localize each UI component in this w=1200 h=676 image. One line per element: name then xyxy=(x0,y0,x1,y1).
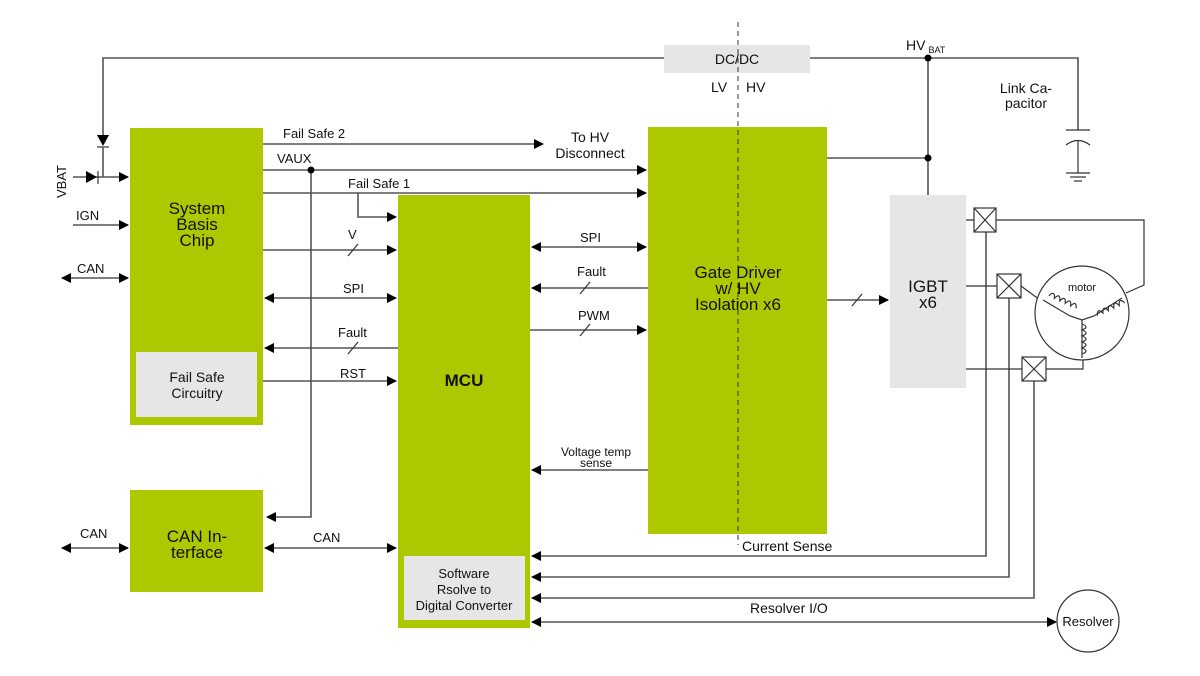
dcdc-block xyxy=(664,45,810,73)
resolver-io-label: Resolver I/O xyxy=(750,600,828,616)
vaux-can-line xyxy=(266,170,312,522)
current-sense-line-3 xyxy=(531,381,1035,603)
software-label: Rsolve to xyxy=(437,582,491,597)
can-interface-block xyxy=(130,490,263,592)
link-capacitor-label: pacitor xyxy=(1005,95,1047,111)
hv-to-igbt-line xyxy=(827,58,929,195)
hv-label: HV xyxy=(746,79,766,95)
can-label: CAN xyxy=(80,526,107,541)
ign-label: IGN xyxy=(76,208,99,223)
voltage-temp-sense-label: Voltage temp xyxy=(561,445,631,459)
can-interface-label: CAN In- xyxy=(167,527,227,546)
motor-label: motor xyxy=(1068,282,1096,294)
vaux-label: VAUX xyxy=(277,151,312,166)
lv-label: LV xyxy=(711,79,728,95)
link-capacitor-label: Link Ca- xyxy=(1000,80,1052,96)
fail-safe-2-label: Fail Safe 2 xyxy=(283,126,345,141)
to-hv-disconnect-label: Disconnect xyxy=(555,145,624,161)
motor-icon xyxy=(1034,265,1130,361)
current-sense-line-2 xyxy=(531,298,1010,582)
mcu-label: MCU xyxy=(445,371,484,390)
igbt-label: IGBT xyxy=(908,277,948,296)
gate-driver-label: w/ HV xyxy=(714,279,761,298)
dcdc-label: DC/DC xyxy=(715,51,759,67)
fail-safe-label: Circuitry xyxy=(171,385,222,401)
igbt-block xyxy=(890,195,966,388)
v-label: V xyxy=(348,227,357,242)
phase-w-line xyxy=(966,357,1084,370)
link-capacitor-icon xyxy=(1065,129,1091,182)
fail-safe-1-label: Fail Safe 1 xyxy=(348,176,410,191)
diode-icon xyxy=(97,135,109,177)
phase-u-line xyxy=(966,219,1145,294)
resolver-label: Resolver xyxy=(1062,614,1114,629)
hv-node xyxy=(924,54,932,62)
current-sensor-icon xyxy=(973,207,1047,382)
software-resolver-block xyxy=(404,556,525,620)
sbc-label: System xyxy=(169,199,226,218)
vaux-node xyxy=(307,166,315,174)
current-sense-line xyxy=(531,230,987,561)
can-label: CAN xyxy=(313,530,340,545)
sbc-label: Basis xyxy=(176,215,218,234)
fault-label: Fault xyxy=(577,264,606,279)
voltage-temp-sense-label: sense xyxy=(580,456,612,470)
igbt-label: x6 xyxy=(919,293,937,312)
software-label: Digital Converter xyxy=(416,598,513,613)
diode-icon xyxy=(86,171,99,184)
fail-safe-circuitry-block xyxy=(136,352,257,417)
hv-node xyxy=(924,154,932,162)
hv-bus-line xyxy=(102,57,1079,140)
spi-label: SPI xyxy=(580,230,601,245)
sbc-label: Chip xyxy=(180,231,215,250)
vbat-label: VBAT xyxy=(54,165,69,198)
current-sense-label: Current Sense xyxy=(742,538,832,554)
can-label: CAN xyxy=(77,261,104,276)
software-label: Software xyxy=(438,566,489,581)
fault-label: Fault xyxy=(338,325,367,340)
fail-safe-1-mcu-line xyxy=(357,193,397,222)
spi-label: SPI xyxy=(343,281,364,296)
phase-v-line xyxy=(966,285,1041,301)
gate-driver-label: Gate Driver xyxy=(695,263,782,282)
resolver-circle xyxy=(1056,589,1120,653)
pwm-label: PWM xyxy=(578,308,610,323)
to-hv-disconnect-label: To HV xyxy=(571,129,610,145)
fail-safe-label: Fail Safe xyxy=(169,369,224,385)
rst-label: RST xyxy=(340,366,366,381)
can-interface-label: terface xyxy=(171,543,223,562)
gate-driver-label: Isolation x6 xyxy=(695,295,781,314)
mcu-block xyxy=(398,195,530,628)
bus-slash-icon xyxy=(347,243,863,355)
